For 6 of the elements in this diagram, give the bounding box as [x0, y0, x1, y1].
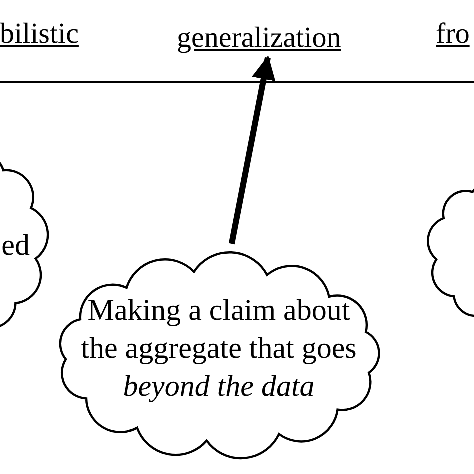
heading-text: generalization	[177, 24, 342, 53]
arrow	[228, 56, 276, 245]
cloud-text: Making a claim about the aggregate that goes beyond the data	[80, 293, 358, 405]
cloud-text: ed	[0, 228, 30, 264]
heading-text: fro	[436, 20, 470, 49]
heading-text: bilistic	[0, 20, 79, 49]
